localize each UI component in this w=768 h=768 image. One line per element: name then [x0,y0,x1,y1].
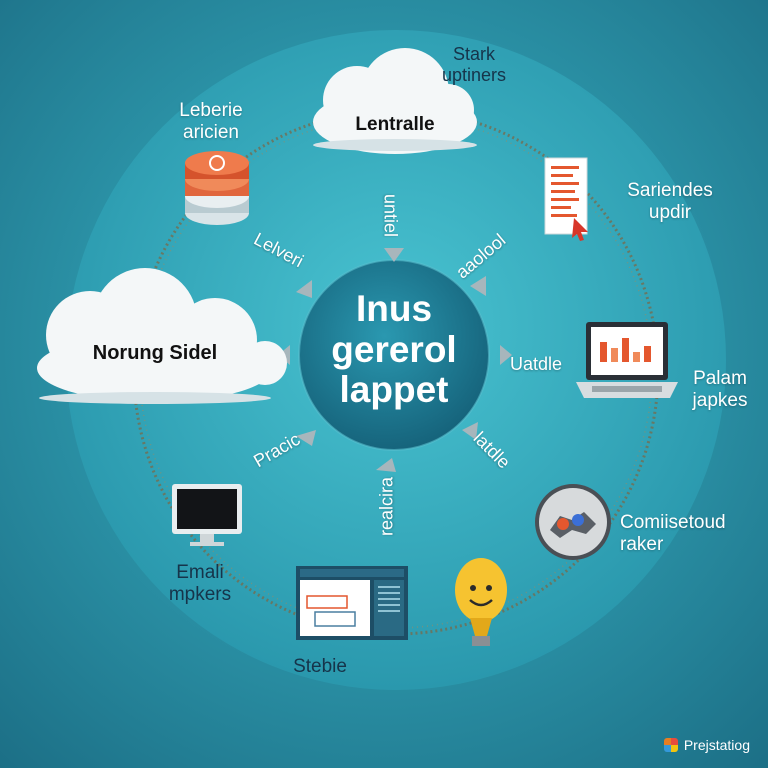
node-label-line: Stark [452,44,495,64]
spoke-arrows [278,248,512,472]
cloud-icon [313,48,477,154]
arrow-top [384,248,404,262]
arrow-bottom-left [296,430,316,446]
database-icon [185,151,249,225]
laptop-chart-icon [576,322,678,398]
spoke-label-bottom: realcira [376,476,397,537]
webpage-window-icon [296,566,408,640]
node-label-sariendes: Sariendes updir [615,180,725,224]
node-label-comiisetoud: Comiisetoud raker [620,512,760,556]
arrow-top-right [470,276,486,296]
node-label-leberie: Leberie aricien [156,100,266,144]
spoke-label-right: Uatdle [510,354,563,374]
node-label-line: mpkers [168,583,232,605]
node-label-line: Emali [176,562,224,583]
arrow-right [500,345,512,365]
center-title: Inus gererol lappet [314,288,474,411]
robot-orb-icon [535,484,611,560]
node-label-line: Leberie [179,100,243,121]
center-hub [299,260,489,450]
arrow-bottom [376,458,396,472]
node-label-line: raker [620,533,664,555]
node-label-line: Palam [693,368,747,389]
node-label-line: japkes [692,389,748,411]
node-label-line: Sariendes [627,180,713,201]
watermark: Prejstatiog [663,737,750,753]
node-label-stebie: Stebie [280,656,360,678]
cloud-top-label: Lentralle [355,114,435,135]
arrow-bottom-right [462,422,478,440]
spoke-label-top: untiel [380,193,401,238]
node-label-line: aricien [183,121,239,143]
center-title-line: Inus [355,288,433,329]
center-title-line: gererol [331,328,457,370]
node-label-stark: Stark uptiners [424,44,524,85]
node-label-line: Comiisetoud [620,512,726,533]
arrow-top-left [296,280,312,298]
node-label-emali: Emali mpkers [150,562,250,606]
node-label-palam: Palam japkes [680,368,760,412]
watermark-logo-icon [663,738,678,752]
center-title-line: lappet [339,369,449,411]
cloud-icon [37,268,287,404]
node-label-line: uptiners [441,64,507,85]
document-icon [544,157,588,241]
watermark-text: Prejstatiog [683,737,750,753]
node-label-line: updir [648,201,692,223]
node-label-line: Stebie [293,656,347,677]
cloud-left-label: Norung Sidel [92,342,218,364]
lightbulb-face-icon [455,558,507,646]
monitor-icon [172,484,242,546]
